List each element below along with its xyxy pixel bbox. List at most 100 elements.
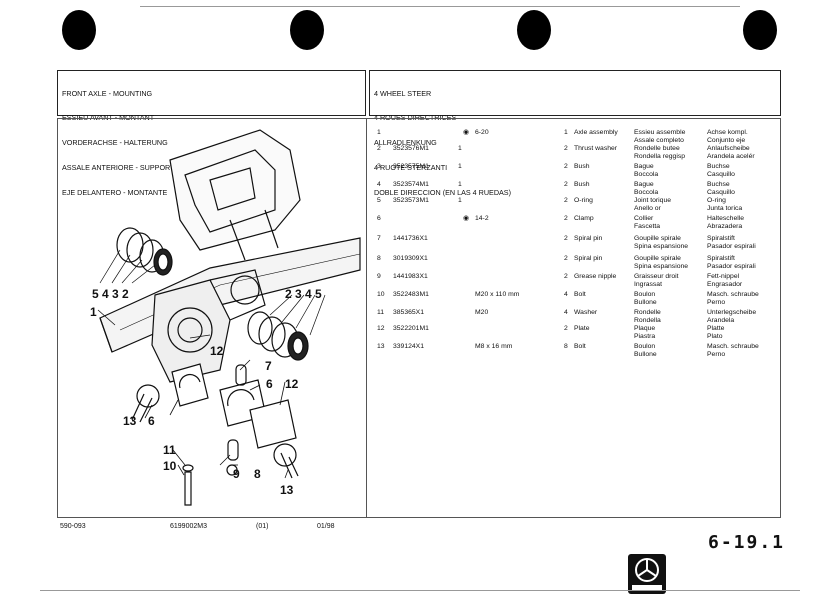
part-description-de-es-line: Spiralstift bbox=[707, 255, 735, 262]
part-number: 3522201M1 bbox=[393, 325, 429, 332]
part-quantity-used: 2 bbox=[564, 181, 568, 188]
part-description-fr-it-line: Bullone bbox=[634, 298, 657, 306]
part-description-en-line: O-ring bbox=[574, 197, 593, 204]
part-description-de-es-line: Perno bbox=[707, 298, 726, 306]
callout-8: 8 bbox=[254, 467, 261, 481]
footer-revision: (01) bbox=[256, 523, 269, 530]
title-line-es: EJE DELANTERO - MONTANTE bbox=[62, 188, 168, 198]
part-note: 6-20 bbox=[475, 129, 489, 136]
part-description-de-es-line: Platte bbox=[707, 325, 725, 332]
part-description-de-es-line: Masch. schraube bbox=[707, 291, 759, 298]
part-description-en: Spiral pin bbox=[574, 255, 602, 263]
right-title-box: 4 WHEEL STEER 4 ROUES DIRECTRICES ALLRAD… bbox=[369, 70, 781, 197]
top-rule bbox=[140, 6, 740, 7]
part-description-de-es-line: Junta torica bbox=[707, 204, 743, 212]
part-description-de-es-line: Unterlegscheibe bbox=[707, 309, 757, 316]
binder-hole-2 bbox=[290, 10, 324, 50]
part-index: 13 bbox=[377, 343, 385, 350]
part-note: 14-2 bbox=[475, 215, 489, 222]
part-note: M20 bbox=[475, 309, 489, 316]
variant-line-fr: 4 ROUES DIRECTRICES bbox=[374, 113, 457, 123]
part-description-fr-it-line: Bullone bbox=[634, 350, 657, 358]
title-line-it: ASSALE ANTERIORE - SUPPORTO MONTAGG bbox=[62, 163, 219, 173]
part-description-de-es-line: Buchse bbox=[707, 181, 730, 188]
part-description-fr-it-line: Bague bbox=[634, 163, 654, 170]
binder-hole-1 bbox=[62, 10, 96, 50]
part-index: 6 bbox=[377, 215, 381, 222]
part-description-en: Plate bbox=[574, 325, 590, 333]
part-description-de-es-line: Anlaufscheibe bbox=[707, 145, 750, 152]
callout-2345: 2 3 4 5 bbox=[285, 287, 322, 301]
part-qty: 1 bbox=[458, 181, 462, 188]
page-number: 6-19.1 bbox=[708, 532, 786, 553]
part-description-fr-it-line: Spina espansione bbox=[634, 262, 689, 270]
callout-9: 9 bbox=[233, 467, 240, 481]
title-line-en: FRONT AXLE - MOUNTING bbox=[62, 88, 153, 98]
part-number: 339124X1 bbox=[393, 343, 424, 350]
callout-7: 7 bbox=[265, 359, 272, 373]
part-index: 8 bbox=[377, 255, 381, 262]
part-number: 385365X1 bbox=[393, 309, 424, 316]
part-description-de-es-line: Spiralstift bbox=[707, 235, 735, 242]
part-description-de-es-line: Plato bbox=[707, 332, 723, 340]
part-index: 10 bbox=[377, 291, 385, 298]
part-index: 11 bbox=[377, 309, 385, 316]
part-index: 12 bbox=[377, 325, 385, 332]
part-description-fr-it-line: Ingrassat bbox=[634, 280, 662, 288]
reference-symbol-icon: ◉ bbox=[463, 215, 469, 222]
footer-date: 01/98 bbox=[317, 523, 335, 530]
part-description-de-es-line: Casquillo bbox=[707, 188, 735, 196]
part-description-de-es-line: O-ring bbox=[707, 197, 726, 204]
title-line-fr: ESSIEU AVANT - MONTANT bbox=[62, 113, 155, 123]
part-description-fr-it-line: Plaque bbox=[634, 325, 656, 332]
reference-symbol-icon: ◉ bbox=[463, 129, 469, 136]
part-description-de-es-line: Casquillo bbox=[707, 170, 735, 178]
part-description-fr-it-line: Bague bbox=[634, 181, 654, 188]
part-quantity-used: 2 bbox=[564, 197, 568, 204]
part-description-fr-it-line: Boccola bbox=[634, 170, 659, 178]
part-qty: 1 bbox=[458, 145, 462, 152]
part-description-fr-it-line: Rondella reggisp bbox=[634, 152, 686, 160]
variant-line-it: 4 RUOTE STERZANTI bbox=[374, 163, 448, 173]
exploded-view-diagram: 5 4 3 2 2 3 4 5 1 12 7 6 12 13 6 11 10 9… bbox=[90, 129, 361, 506]
part-description-en: Clamp bbox=[574, 215, 594, 223]
part-quantity-used: 2 bbox=[564, 215, 568, 222]
part-description-en: Grease nipple bbox=[574, 273, 616, 281]
part-description-fr-it-line: Rondella bbox=[634, 316, 661, 324]
part-number: 3523574M1 bbox=[393, 181, 429, 188]
part-description-fr-it-line: Fascetta bbox=[634, 222, 661, 230]
part-description-fr-it-line: Rondelle butee bbox=[634, 145, 680, 152]
part-number: 3019309X1 bbox=[393, 255, 428, 262]
part-quantity-used: 2 bbox=[564, 325, 568, 332]
part-note: M20 x 110 mm bbox=[475, 291, 520, 298]
callout-13a: 13 bbox=[123, 414, 137, 428]
part-index: 5 bbox=[377, 197, 381, 204]
part-qty: 1 bbox=[458, 163, 462, 170]
part-description-en: Bush bbox=[574, 181, 590, 189]
part-quantity-used: 4 bbox=[564, 291, 568, 298]
part-description-fr-it-line: Rondelle bbox=[634, 309, 661, 316]
part-description-en-line: Axle assembly bbox=[574, 129, 618, 136]
part-description-en: O-ring bbox=[574, 197, 593, 205]
callout-11: 11 bbox=[163, 443, 176, 457]
part-description-en-line: Spiral pin bbox=[574, 235, 603, 242]
part-description-de-es-line: Perno bbox=[707, 350, 726, 358]
part-description-fr-it-line: Piastra bbox=[634, 332, 656, 340]
part-description-en-line: Bolt bbox=[574, 291, 586, 298]
part-quantity-used: 2 bbox=[564, 163, 568, 170]
part-description-de-es-line: Masch. schraube bbox=[707, 343, 759, 350]
part-number: 3523575M1 bbox=[393, 163, 429, 170]
part-quantity-used: 4 bbox=[564, 309, 568, 316]
